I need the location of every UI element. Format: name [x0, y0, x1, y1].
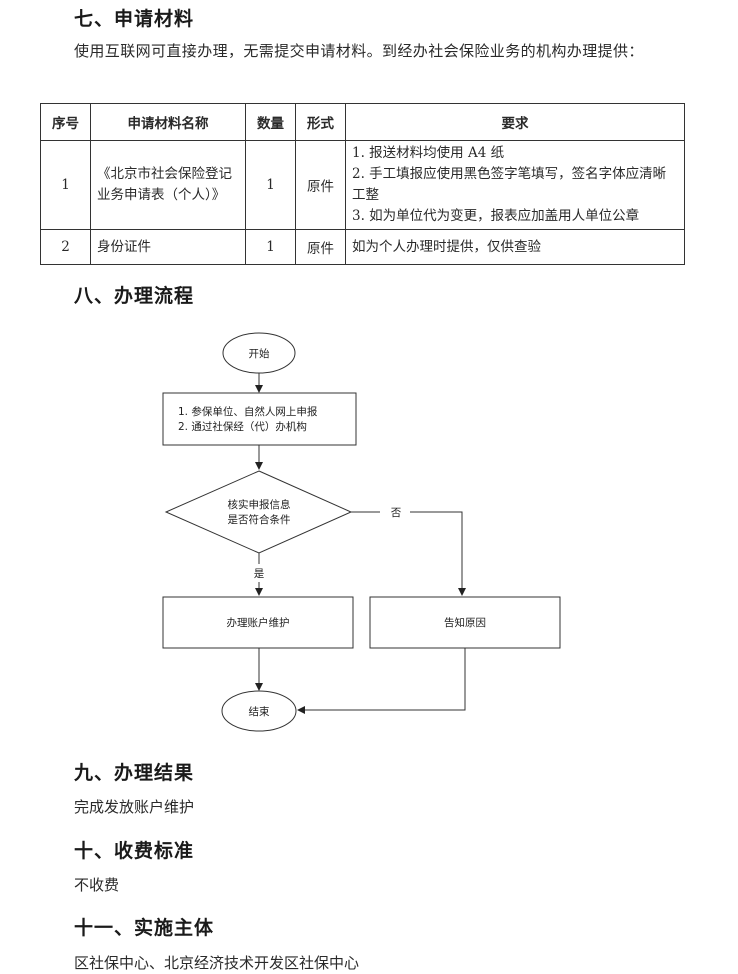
req-line: 3. 如为单位代为变更，报表应加盖用人单位公章	[352, 208, 640, 224]
cell-no: 2	[40, 229, 91, 265]
no-label: 否	[391, 507, 402, 519]
reject-box	[369, 596, 561, 649]
end-label: 结束	[249, 705, 270, 718]
section-title-authority: 十一、实施主体	[74, 917, 215, 939]
process-box	[162, 596, 354, 649]
cell-form: 原件	[295, 229, 346, 265]
col-header-form: 形式	[295, 103, 346, 141]
decision-line1: 核实申报信息	[228, 498, 291, 511]
table-row: 2 身份证件 1 原件 如为个人办理时提供，仅供查验	[40, 229, 685, 265]
apply-step-line2: 2. 通过社保经（代）办机构	[178, 420, 307, 433]
cell-qty: 1	[245, 229, 296, 265]
col-header-qty: 数量	[245, 103, 296, 141]
materials-intro: 使用互联网可直接办理，无需提交申请材料。到经办社会保险业务的机构办理提供：	[74, 42, 644, 60]
cell-name: 身份证件	[90, 229, 246, 265]
decision-line2: 是否符合条件	[228, 513, 291, 526]
col-header-no: 序号	[40, 103, 91, 141]
yes-label: 是	[254, 568, 265, 580]
col-header-name: 申请材料名称	[90, 103, 246, 141]
decision-node	[164, 470, 353, 554]
section-title-result: 九、办理结果	[74, 762, 195, 784]
materials-table: 序号 申请材料名称 数量 形式 要求 1 《北京市社会保险登记业务申请表（个人）…	[40, 103, 685, 265]
cell-qty: 1	[245, 140, 296, 230]
arrow-no	[410, 511, 466, 596]
section-title-fee: 十、收费标准	[74, 840, 195, 862]
fee-text: 不收费	[74, 876, 120, 894]
end-node	[221, 690, 297, 732]
table-row: 1 《北京市社会保险登记业务申请表（个人）》 1 原件 1. 报送材料均使用 A…	[40, 140, 685, 230]
cell-req: 如为个人办理时提供，仅供查验	[345, 229, 685, 265]
process-flowchart: 开始 1. 参保单位、自然人网上申报 2. 通过社保经（代）办机构 核实申报信息…	[162, 332, 561, 732]
process-label: 办理账户维护	[227, 616, 290, 629]
cell-req: 1. 报送材料均使用 A4 纸 2. 手工填报应使用黑色签字笔填写，签名字体应清…	[345, 140, 685, 230]
req-line: 2. 手工填报应使用黑色签字笔填写，签名字体应清晰工整	[352, 166, 667, 203]
start-label: 开始	[249, 347, 270, 360]
col-header-req: 要求	[345, 103, 685, 141]
reject-label: 告知原因	[444, 616, 486, 629]
apply-step-line1: 1. 参保单位、自然人网上申报	[178, 405, 318, 418]
cell-no: 1	[40, 140, 91, 230]
apply-step-box	[162, 392, 357, 446]
result-text: 完成发放账户维护	[74, 798, 195, 816]
req-line: 1. 报送材料均使用 A4 纸	[352, 145, 505, 161]
req-line: 如为个人办理时提供，仅供查验	[352, 238, 541, 255]
arrow-reject-end	[297, 648, 466, 714]
cell-name: 《北京市社会保险登记业务申请表（个人）》	[90, 140, 246, 230]
authority-text: 区社保中心、北京经济技术开发区社保中心	[74, 954, 360, 972]
section-title-materials: 七、申请材料	[74, 8, 195, 30]
section-title-process: 八、办理流程	[74, 285, 195, 307]
table-header-row: 序号 申请材料名称 数量 形式 要求	[40, 103, 685, 141]
cell-form: 原件	[295, 140, 346, 230]
